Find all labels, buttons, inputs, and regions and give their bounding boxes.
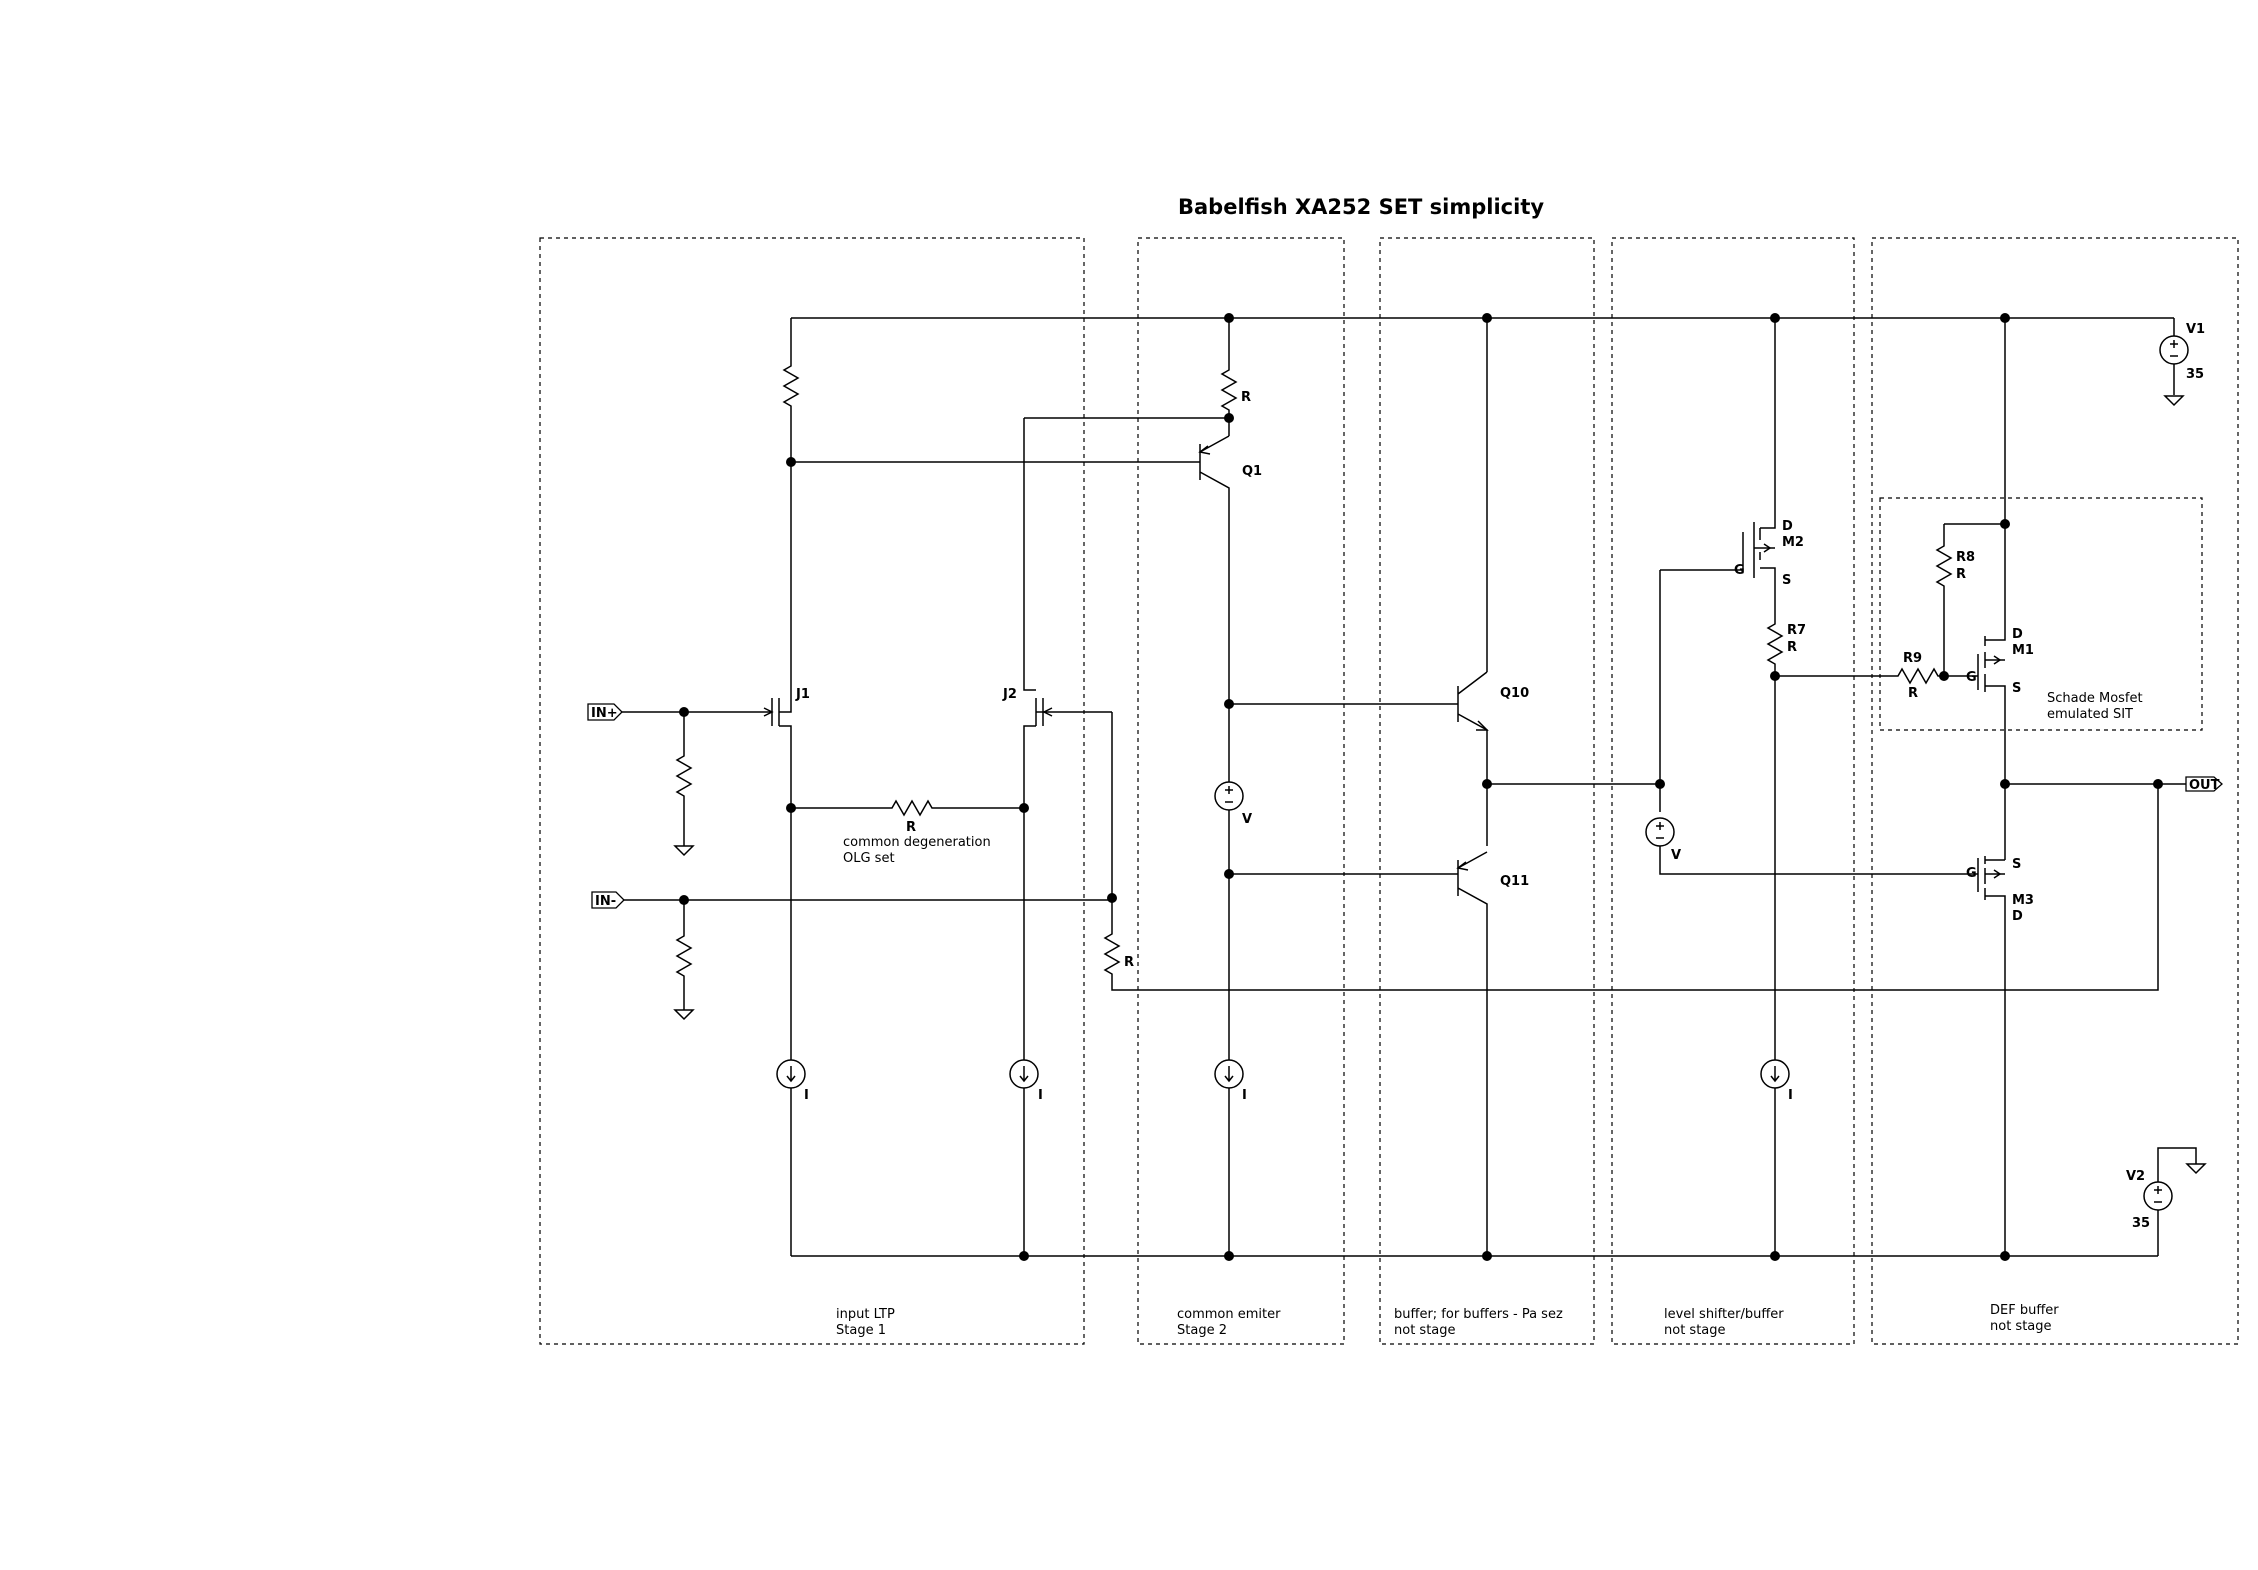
section-box-level-shifter <box>1611 237 1855 1345</box>
r8-label: R8 <box>1956 550 1975 565</box>
stage1-circuit: J1 R common degeneration OLG set J2 R IN… <box>587 359 2159 1256</box>
m1-label: M1 <box>2012 643 2034 658</box>
m2-gate-label: G <box>1734 563 1745 578</box>
v2-value: 35 <box>2132 1216 2150 1231</box>
m1-gate-label: G <box>1966 670 1977 685</box>
section-box-input-ltp <box>539 237 1085 1345</box>
in-plus-label: IN+ <box>591 706 618 721</box>
degen-note-line1: common degeneration <box>843 835 991 850</box>
section3-caption-line2: not stage <box>1394 1323 1456 1338</box>
positive-rail <box>790 313 2174 360</box>
bias-v-label: V <box>1242 812 1252 827</box>
section1-caption-line1: input LTP <box>836 1307 895 1322</box>
i-source-1-label: I <box>804 1088 809 1103</box>
m2-label: M2 <box>1782 535 1804 550</box>
j1-label: J1 <box>795 687 810 702</box>
diagram-title: Babelfish XA252 SET simplicity <box>1178 195 1544 219</box>
j2-label: J2 <box>1002 687 1017 702</box>
q1-emitter-resistor-value: R <box>1241 390 1251 405</box>
section2-caption-line1: common emiter <box>1177 1307 1281 1322</box>
section-box-buffer <box>1379 237 1595 1345</box>
m3-source-label: S <box>2012 857 2021 872</box>
r8-value: R <box>1956 567 1966 582</box>
m3-label: M3 <box>2012 893 2034 908</box>
v2-label: V2 <box>2126 1169 2145 1184</box>
section5-caption-line1: DEF buffer <box>1990 1303 2059 1318</box>
section2-caption-line2: Stage 2 <box>1177 1323 1227 1338</box>
negative-rail: V2 35 <box>791 1147 2206 1261</box>
m2-drain-label: D <box>1782 519 1793 534</box>
section-box-def-buffer <box>1871 237 2239 1345</box>
i-source-3-label: I <box>1242 1088 1247 1103</box>
r9-label: R9 <box>1903 651 1922 666</box>
q10-label: Q10 <box>1500 686 1529 701</box>
r7-value: R <box>1787 640 1797 655</box>
v1-label: V1 <box>2186 322 2205 337</box>
section-box-schade-mosfet <box>1879 497 2203 731</box>
sit-note-line1: Schade Mosfet <box>2047 691 2143 706</box>
m3-gate-label: G <box>1966 866 1977 881</box>
degen-note-line2: OLG set <box>843 851 895 866</box>
section1-caption-line2: Stage 1 <box>836 1323 886 1338</box>
i-source-2-label: I <box>1038 1088 1043 1103</box>
section4-caption-line2: not stage <box>1664 1323 1726 1338</box>
v1-value: 35 <box>2186 367 2204 382</box>
m1-source-label: S <box>2012 681 2021 696</box>
in-minus-port[interactable] <box>591 891 625 909</box>
section3-caption-line1: buffer; for buffers - Pa sez <box>1394 1307 1563 1322</box>
in-plus-port[interactable] <box>587 703 623 721</box>
m3-drain-label: D <box>2012 909 2023 924</box>
def-buffer-circuit: R8 R R9 R G D M1 S Schade Mosfet emulate… <box>1891 318 2223 1256</box>
out-label: OUT <box>2189 778 2220 793</box>
m1-drain-label: D <box>2012 627 2023 642</box>
m2-source-label: S <box>1782 573 1791 588</box>
q1-label: Q1 <box>1242 464 1262 479</box>
r7-label: R7 <box>1787 623 1806 638</box>
feedback-resistor-value: R <box>1124 955 1134 970</box>
i-source-4-label: I <box>1788 1088 1793 1103</box>
r9-value: R <box>1908 686 1918 701</box>
level-shifter-circuit: V G D M2 S R7 R I <box>1645 318 1974 1256</box>
shift-v-label: V <box>1671 848 1681 863</box>
buffer-circuit: Q10 Q11 <box>1456 318 1660 1256</box>
section4-caption-line1: level shifter/buffer <box>1664 1307 1784 1322</box>
sit-note-line2: emulated SIT <box>2047 707 2133 722</box>
section5-caption-line2: not stage <box>1990 1319 2052 1334</box>
q11-label: Q11 <box>1500 874 1529 889</box>
in-minus-label: IN- <box>595 894 616 909</box>
v1-supply: V1 35 <box>2159 318 2205 406</box>
out-port[interactable] <box>2185 776 2223 792</box>
degen-resistor-value: R <box>906 820 916 835</box>
stage2-circuit: R Q1 V I <box>1198 318 1458 1256</box>
